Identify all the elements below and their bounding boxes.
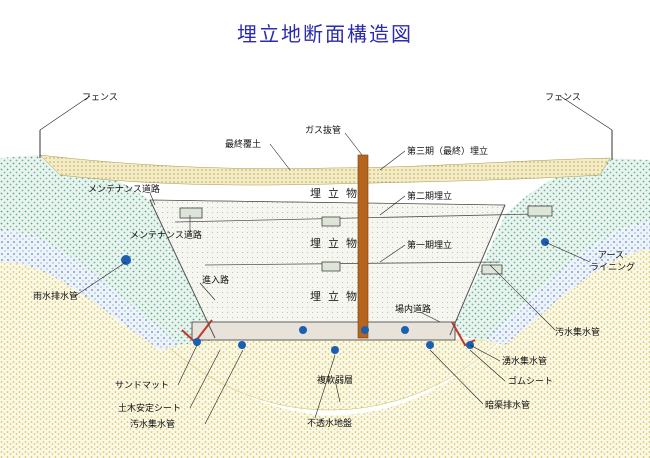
right-bank-blue [485,222,650,345]
fill-word-r2-1: 埋 [310,237,321,250]
leader-lines [39,95,613,425]
label-inner-road: 場内道路 [395,303,431,315]
slope-right [449,204,506,336]
label-soft-layer: 複軟弱層 [317,374,353,386]
label-final-cover: 最終覆土 [225,138,261,150]
label-earth-lining-2: ライニング [590,261,635,273]
fill-word-r3-3: 物 [346,289,357,303]
label-fence-right: フェンス [545,93,581,103]
label-phase2: 第二期埋立 [407,190,452,202]
fill-word-r3-2: 立 [328,289,339,303]
road-pad-right-top [527,205,553,217]
fill-word-r1-3: 物 [346,186,357,200]
fill-word-r2-3: 物 [346,236,357,250]
label-access-road: 進入路 [202,274,229,286]
left-bank [0,155,215,345]
slope-left [149,199,216,339]
pipe-bottom-3 [299,326,307,334]
bottom-base [191,321,456,341]
road-pad-center-2 [321,261,341,272]
label-sand-mat: サンドマット [115,380,169,391]
pipe-bottom-4 [331,346,339,354]
label-leachate-pipe-bottom: 汚水集水管 [130,418,175,430]
road-pad-center-1 [321,216,341,227]
diagram-title: 埋立地断面構造図 [237,22,413,46]
label-leachate-pipe-right: 汚水集水管 [555,326,600,338]
final-cover [39,154,611,186]
label-maintenance-road-1: メンテナンス道路 [88,183,160,195]
left-bank-blue [0,230,180,350]
rain-drain-pipe [121,255,131,265]
pipe-bottom-1 [193,338,201,346]
label-gas-pipe: ガス抜管 [305,124,341,136]
ground-yellow [0,210,650,458]
pipe-bottom-5 [361,326,369,334]
phase3-line [149,199,506,206]
label-culvert-pipe: 暗渠排水管 [485,399,530,411]
label-rain-drain: 雨水排水管 [33,290,78,302]
fill-word-r2-2: 立 [328,236,339,250]
phase2-line [174,213,536,223]
fill-word-r3-1: 埋 [310,290,321,303]
label-impermeable: 不透水地盤 [307,417,352,429]
pipe-bottom-7 [426,341,434,349]
phase1-line [204,261,501,266]
label-geotextile: 土木安定シート [118,402,181,414]
fill-word-r1-1: 埋 [310,187,321,200]
label-maintenance-road-2: メンテナンス道路 [130,229,202,241]
label-phase1: 第一期埋立 [407,239,452,251]
pipe-bottom-6 [401,326,409,334]
fill-word-r1-2: 立 [328,186,339,200]
pipe-bottom-2 [238,341,246,349]
road-pad-left-top [179,207,203,219]
gas-vent-pipe [357,154,369,339]
label-fence-left: フェンス [82,93,118,103]
right-bank [450,158,650,340]
label-spring-pipe: 湧水集水管 [502,355,547,367]
road-pad-right-mid [481,264,503,275]
label-earth-lining-1: アース [598,251,624,261]
label-phase3: 第三期（最終）埋立 [407,145,488,157]
label-rubber-sheet: ゴムシート [508,375,553,387]
